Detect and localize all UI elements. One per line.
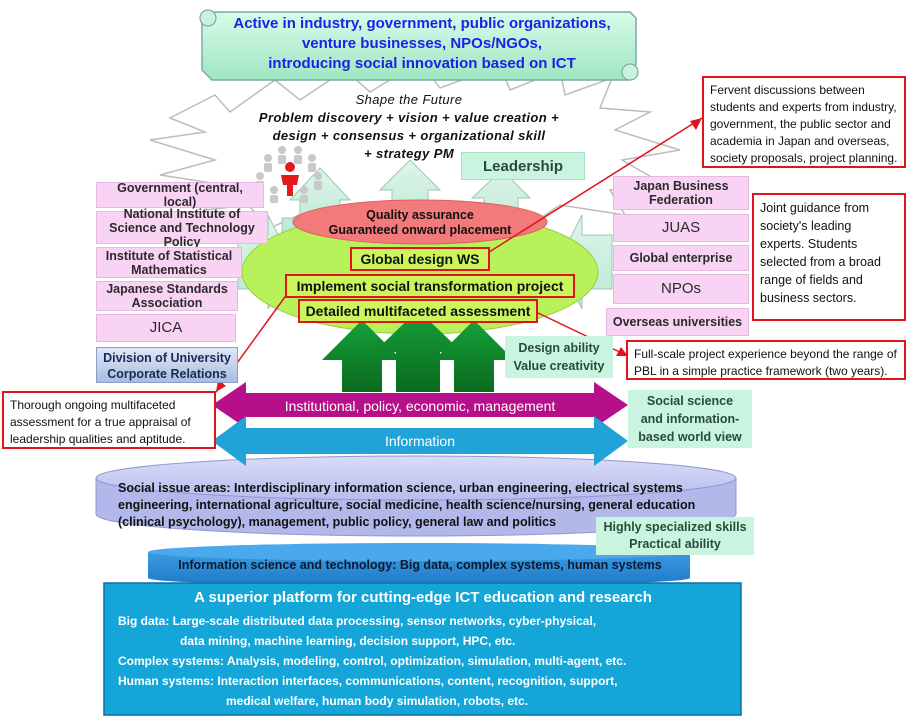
design-ability-label: Design ability Value creativity — [505, 336, 613, 378]
note-mid-right: Joint guidance from society's leading ex… — [752, 193, 906, 321]
partner-jsa: Japanese Standards Association — [96, 281, 238, 311]
social-science-line-3: based world view — [638, 430, 742, 444]
quality-label: Quality assurance Guaranteed onward plac… — [300, 208, 540, 238]
info-science-label: Information science and technology: Big … — [178, 558, 662, 572]
people-icon — [256, 146, 322, 203]
note-left: Thorough ongoing multifaceted assessment… — [2, 391, 216, 449]
note-top-right: Fervent discussions between students and… — [702, 76, 906, 168]
platform-line-3: Complex systems: Analysis, modeling, con… — [118, 654, 627, 668]
partner-nistep: National Institute of Science and Techno… — [96, 207, 268, 249]
implement-project: Implement social transformation project — [285, 274, 575, 298]
banner-line-2: venture businesses, NPOs/NGOs, — [301, 35, 543, 52]
future-line-4: + strategy PM — [363, 146, 455, 161]
social-issues-line-1: Social issue areas: Interdisciplinary in… — [118, 481, 683, 495]
information-label: Information — [384, 433, 456, 449]
design-ability-line-2: Value creativity — [513, 359, 605, 373]
design-ability-line-1: Design ability — [518, 341, 600, 355]
quality-ellipse — [292, 199, 548, 245]
platform-box — [103, 582, 742, 716]
platform-line-2: data mining, machine learning, decision … — [180, 634, 516, 648]
platform-title: A superior platform for cutting-edge ICT… — [194, 589, 652, 606]
specialized-label: Highly specialized skills Practical abil… — [596, 517, 754, 555]
platform-body: Big data: Large-scale distributed data p… — [118, 611, 738, 711]
banner-line-3: introducing social innovation based on I… — [268, 55, 576, 72]
social-science-label: Social science and information- based wo… — [628, 390, 752, 448]
note-pbl: Full-scale project experience beyond the… — [626, 340, 906, 380]
banner-line-1: Active in industry, government, public o… — [233, 15, 611, 32]
specialized-line-1: Highly specialized skills — [603, 520, 747, 534]
partner-npos: NPOs — [613, 274, 749, 304]
partner-keidanren: Japan Business Federation — [613, 176, 749, 210]
division-label: Division of University Corporate Relatio… — [96, 347, 238, 383]
leadership-label: Leadership — [461, 152, 585, 180]
institutional-label: Institutional, policy, economic, managem… — [284, 398, 556, 414]
social-science-line-2: and information- — [640, 412, 740, 426]
social-issues-text: Social issue areas: Interdisciplinary in… — [118, 480, 738, 531]
global-design-ws: Global design WS — [350, 247, 490, 271]
green-up-arrow-2 — [374, 310, 462, 392]
detailed-assessment: Detailed multifaceted assessment — [298, 299, 538, 323]
quality-line-2: Guaranteed onward placement — [328, 223, 512, 237]
connector-top-right — [485, 117, 703, 255]
specialized-line-2: Practical ability — [629, 537, 721, 551]
future-line-1: Shape the Future — [355, 92, 463, 107]
info-science-bar — [148, 552, 690, 586]
partner-ism: Institute of Statistical Mathematics — [96, 247, 242, 278]
institutional-double-arrow — [212, 382, 628, 428]
future-text: Shape the Future Problem discovery + vis… — [216, 91, 602, 163]
social-issues-line-3: (clinical psychology), management, publi… — [118, 515, 557, 529]
partner-government: Government (central, local) — [96, 181, 264, 209]
partner-overseas-univ: Overseas universities — [606, 308, 749, 336]
starburst-shape — [149, 61, 681, 239]
information-double-arrow — [212, 416, 628, 466]
partner-global-enterprise: Global enterprise — [613, 245, 749, 271]
quality-line-1: Quality assurance — [366, 208, 474, 222]
social-science-line-1: Social science — [646, 394, 734, 408]
green-up-arrow-3 — [434, 320, 514, 392]
future-line-3: design + consensus + organizational skil… — [272, 128, 546, 143]
green-up-arrow-1 — [322, 320, 402, 392]
platform-line-5: medical welfare, human body simulation, … — [226, 694, 529, 708]
top-banner: Active in industry, government, public o… — [210, 14, 634, 78]
partner-jica: JICA — [96, 314, 236, 342]
platform-line-1: Big data: Large-scale distributed data p… — [118, 614, 597, 628]
social-issues-line-2: engineering, international agriculture, … — [118, 498, 696, 512]
platform-line-4: Human systems: Interaction interfaces, c… — [118, 674, 618, 688]
partner-juas: JUAS — [613, 214, 749, 242]
future-line-2: Problem discovery + vision + value creat… — [258, 110, 560, 125]
